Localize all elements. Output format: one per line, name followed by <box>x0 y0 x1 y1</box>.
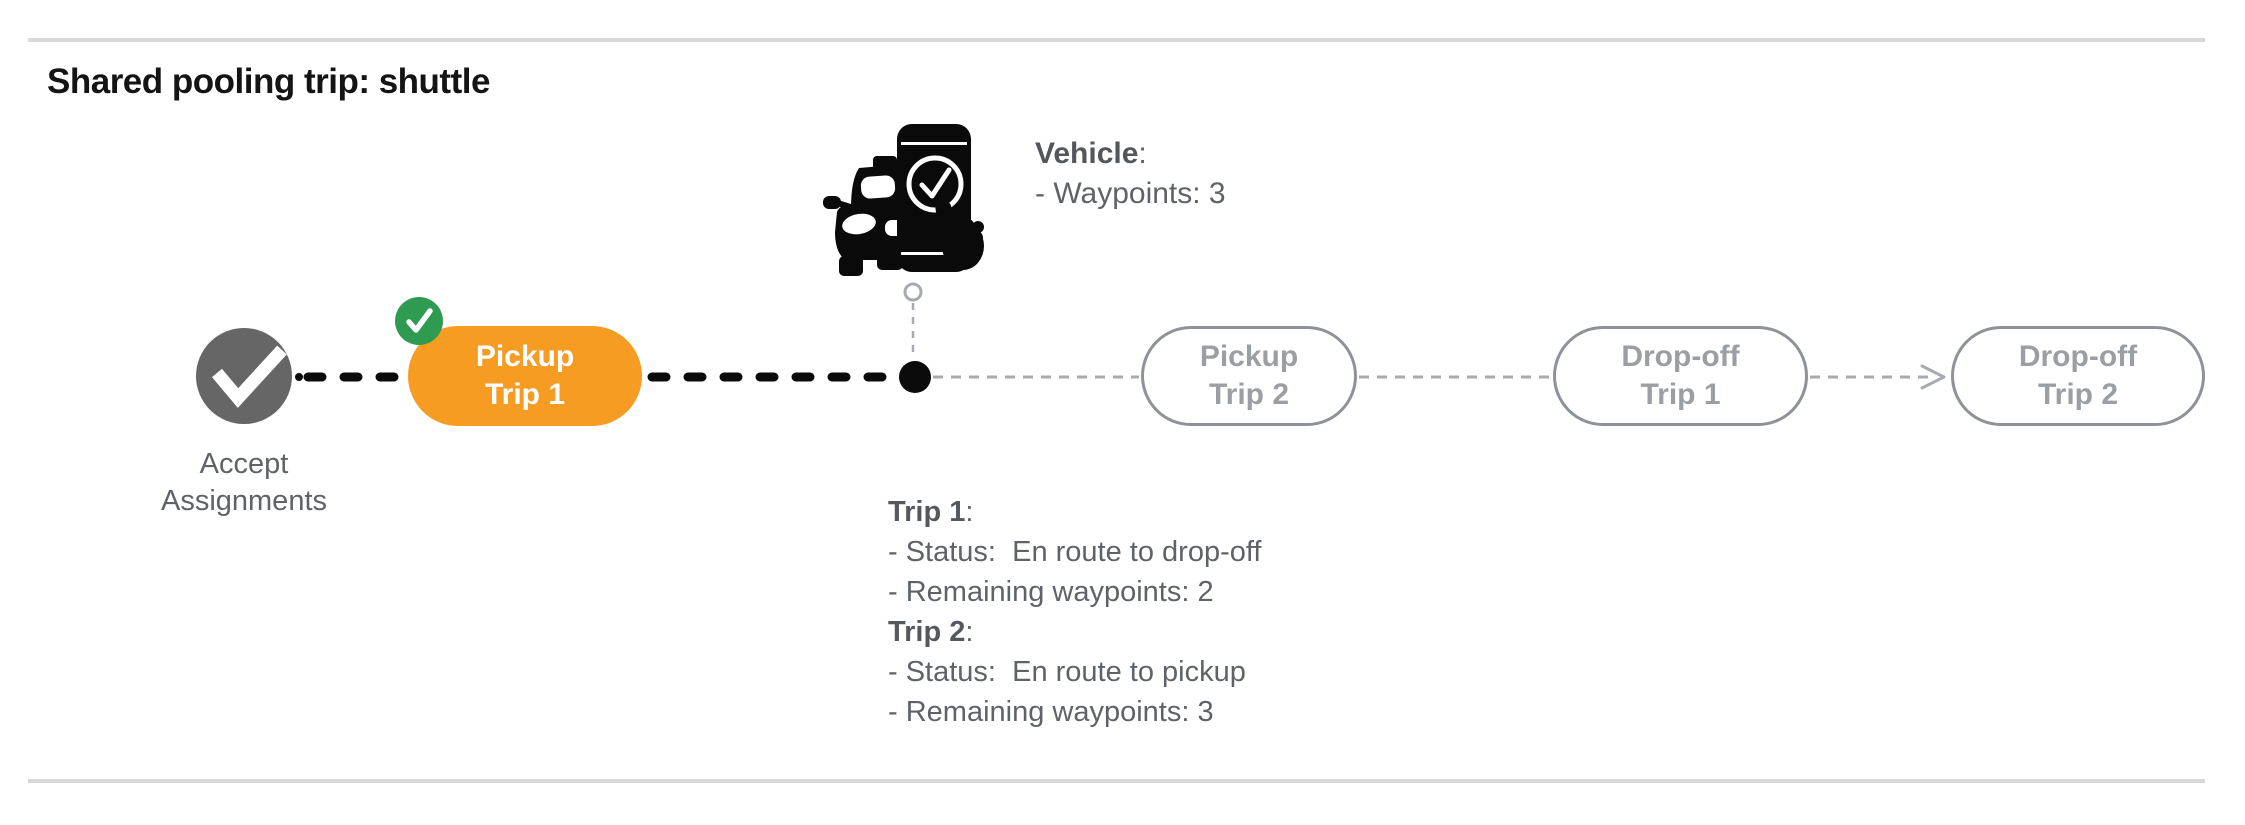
node-label-line: Trip 1 <box>1640 378 1721 411</box>
timeline-node-drop-off-trip-1: Drop-off Trip 1 <box>1553 326 1808 426</box>
car-phone-check-icon <box>823 124 984 276</box>
dash-lead-dot <box>295 373 303 381</box>
trip1-waypoints-line: - Remaining waypoints: 2 <box>888 576 1214 608</box>
position-dot-icon <box>899 361 931 393</box>
node-label-line: Pickup <box>475 340 575 373</box>
trip1-colon: : <box>965 496 974 528</box>
node-label-line: Trip 2 <box>1208 378 1290 411</box>
vehicle-info-label: Vehicle <box>1035 137 1139 170</box>
node-label-line: Drop-off <box>2018 340 2138 373</box>
node-label-line: Trip 2 <box>2037 378 2119 411</box>
timeline-node-drop-off-trip-2: Drop-off Trip 2 <box>1951 326 2205 426</box>
timeline-node-pickup-trip-1: Pickup Trip 1 <box>408 326 642 426</box>
node-label-accept-assignments: Accept Assignments <box>100 446 388 520</box>
trip-status-block: Trip 1: - Status: En route to drop-off -… <box>888 492 1261 732</box>
trip2-waypoints-line: - Remaining waypoints: 3 <box>888 696 1214 728</box>
node-label-line: Accept <box>199 448 289 480</box>
vehicle-waypoints-line: - Waypoints: 3 <box>1035 177 1226 210</box>
node-label-line: Assignments <box>160 485 327 517</box>
check-icon <box>406 308 433 333</box>
trip1-status-line: - Status: En route to drop-off <box>888 536 1262 568</box>
check-badge-icon <box>395 297 443 345</box>
bottom-divider <box>28 779 2205 783</box>
timeline-node-accept-assignments <box>196 328 292 424</box>
node-label-line: Drop-off <box>1621 340 1740 373</box>
trip2-status-line: - Status: En route to pickup <box>888 656 1246 688</box>
trip1-heading: Trip 1: <box>888 492 1261 532</box>
node-label-line: Trip 1 <box>484 378 566 411</box>
trip2-colon: : <box>965 616 974 648</box>
trip2-label: Trip 2 <box>888 616 966 648</box>
check-circle-icon <box>212 345 287 408</box>
arrow-right-icon <box>1920 364 1946 390</box>
top-divider <box>28 38 2205 42</box>
trip2-heading: Trip 2: <box>888 612 1261 652</box>
page-title: Shared pooling trip: shuttle <box>47 62 490 101</box>
vehicle-info-colon: : <box>1138 137 1147 170</box>
vehicle-anchor-circle <box>903 282 923 302</box>
node-label-line: Pickup <box>1199 340 1299 373</box>
trip1-label: Trip 1 <box>888 496 966 528</box>
vehicle-info-title: Vehicle: <box>1035 134 1226 174</box>
vehicle-info: Vehicle: - Waypoints: 3 <box>1035 134 1226 214</box>
timeline-node-pickup-trip-2: Pickup Trip 2 <box>1141 326 1357 426</box>
